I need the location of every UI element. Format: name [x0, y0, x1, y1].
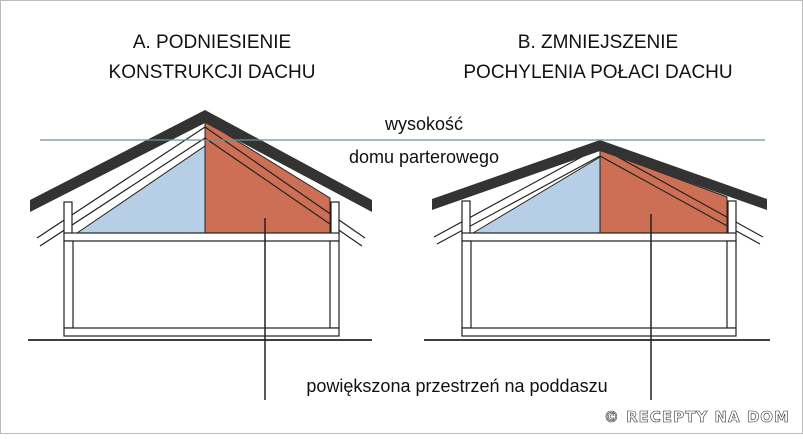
house-a-kneewall-right [330, 201, 340, 235]
house-a-wall-right [329, 240, 340, 329]
panel-b-title-line1: B. ZMNIEJSZENIE [518, 32, 678, 53]
house-b-kneewall-right [727, 200, 737, 235]
height-label-line2: domu parterowego [349, 147, 499, 167]
house-b-wall-right [726, 240, 737, 329]
height-label-bg1 [368, 112, 480, 134]
house-a [28, 110, 372, 341]
panel-a-title-line1: A. PODNIESIENIE [133, 32, 291, 53]
house-a-attic-floor [63, 232, 340, 242]
house-a-kneewall-left [63, 201, 73, 235]
house-b-wall-left [461, 240, 472, 329]
watermark: © RECEPTY NA DOM [604, 408, 790, 426]
enlarged-space-label: powiększona przestrzeń na poddaszu [306, 376, 607, 396]
house-b [424, 140, 770, 341]
house-b-floor [461, 327, 737, 337]
height-label-line1: wysokość [384, 114, 463, 134]
panel-a-title-line2: KONSTRUKCJI DACHU [109, 62, 316, 83]
house-a-wall-left [63, 240, 74, 329]
panel-b-title-line2: POCHYLENIA POŁACI DACHU [463, 62, 732, 83]
house-a-floor [63, 327, 340, 337]
height-label-bg2 [327, 145, 521, 167]
house-b-kneewall-left [461, 200, 471, 235]
house-b-attic-floor [461, 232, 737, 242]
